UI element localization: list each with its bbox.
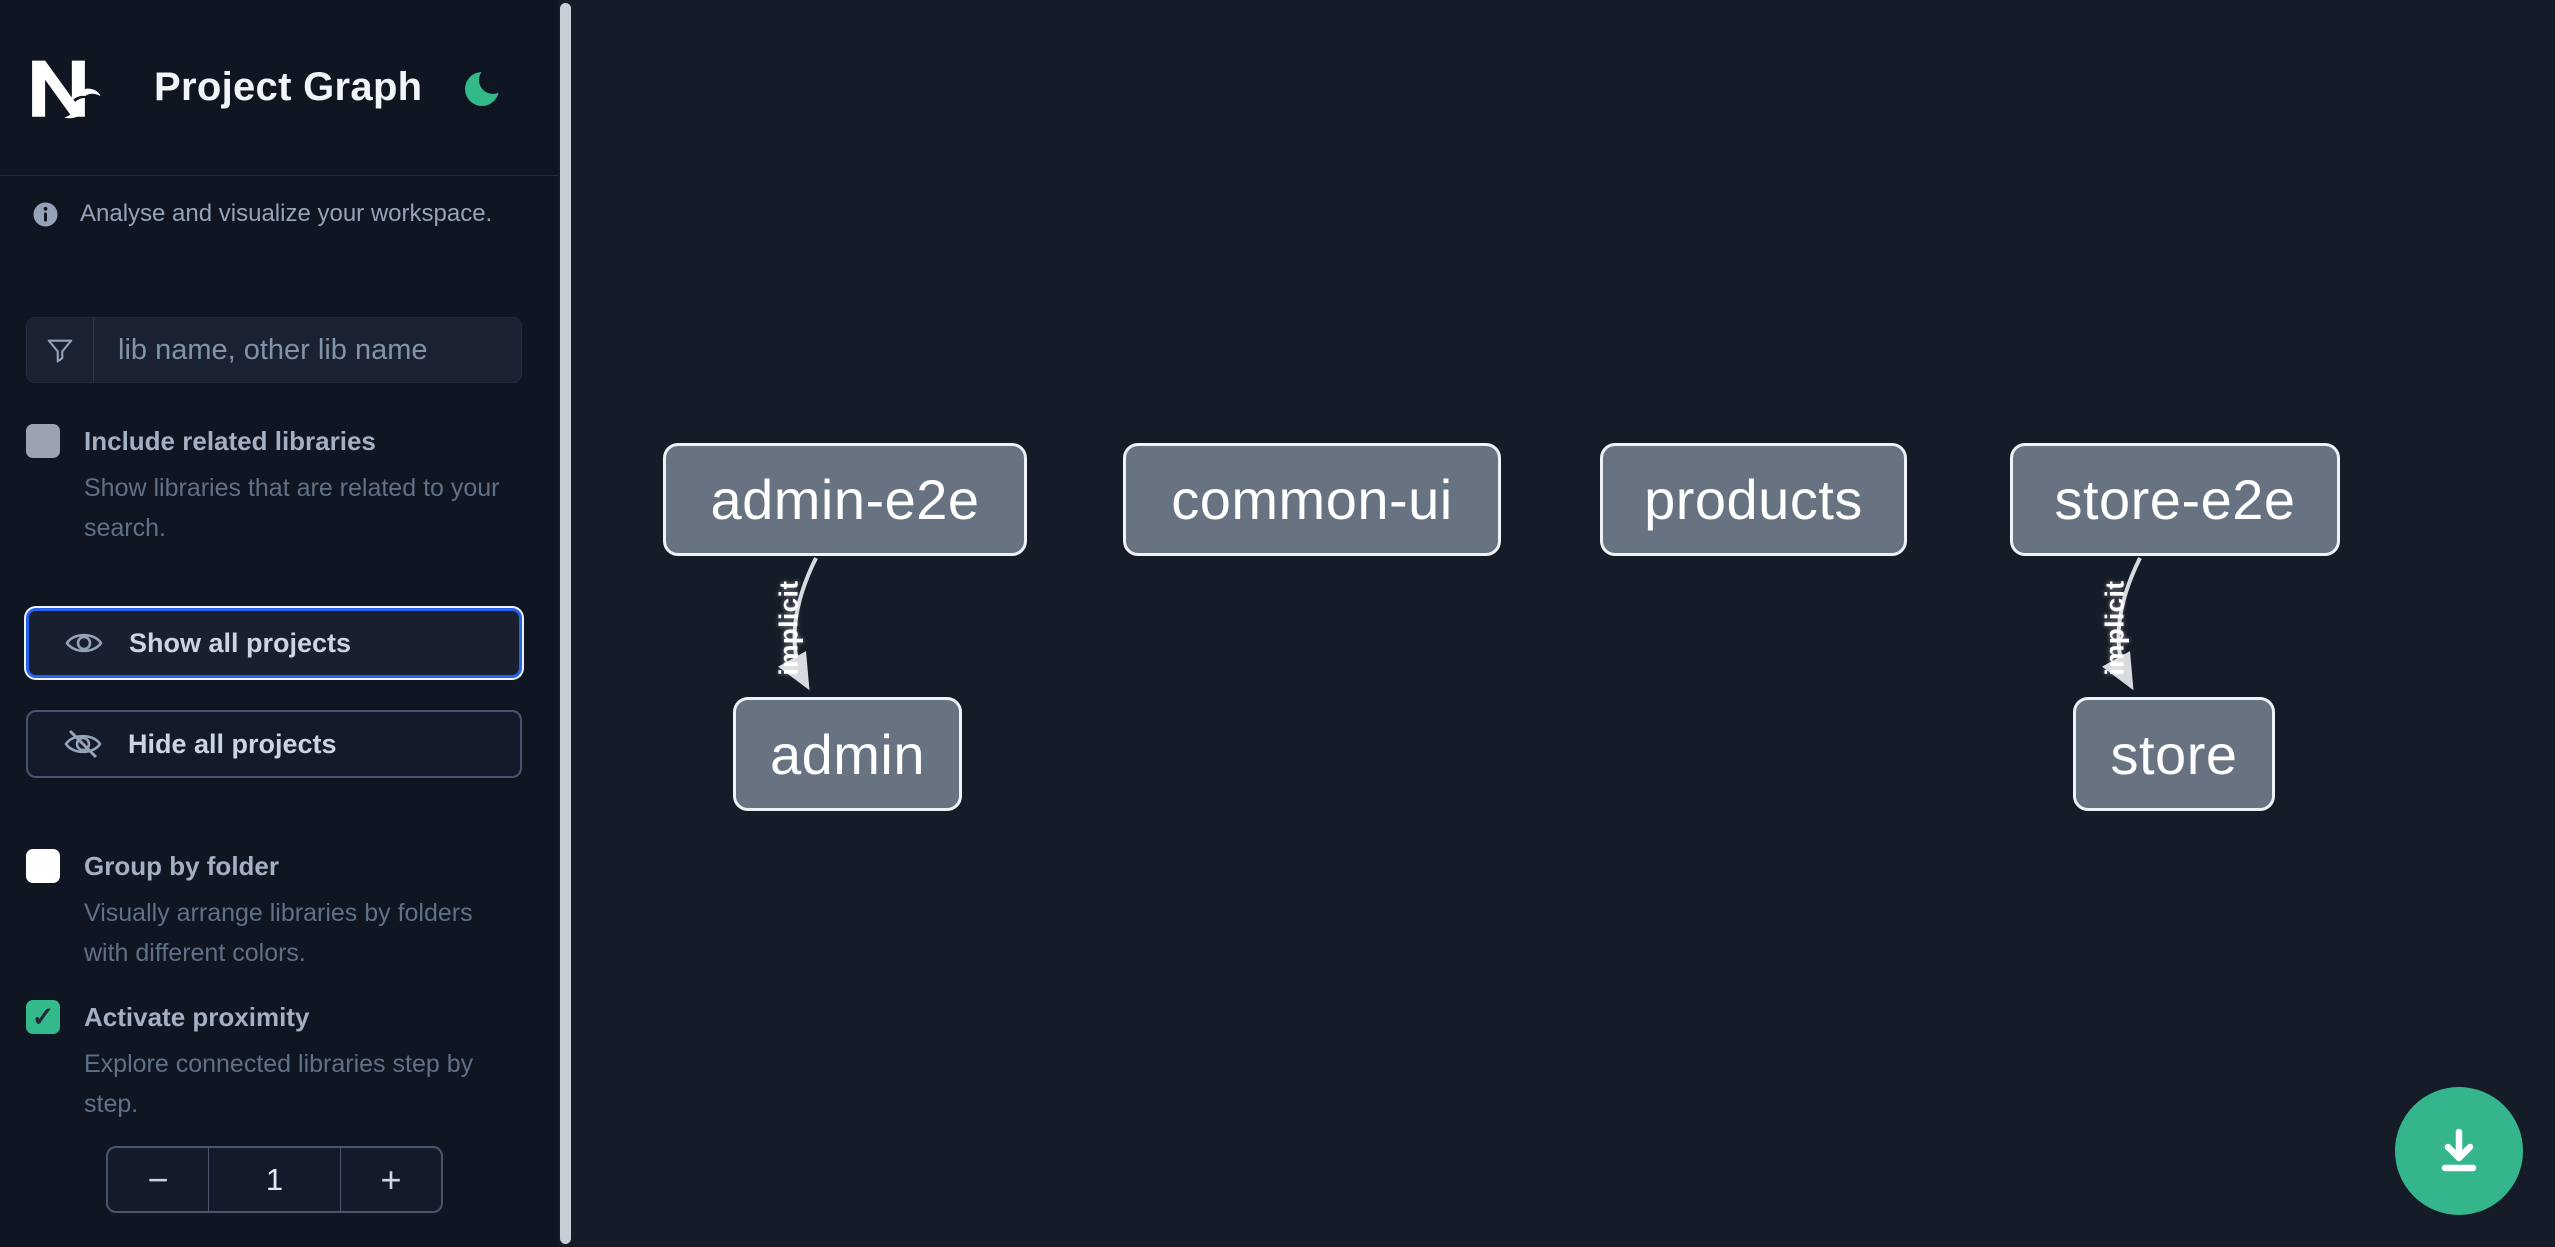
- moon-icon: [465, 65, 507, 106]
- graph-node-products[interactable]: products: [1600, 443, 1907, 556]
- info-icon: [33, 202, 58, 226]
- theme-toggle-button[interactable]: [462, 65, 507, 110]
- sidebar: Project Graph Analyse and visualize your…: [0, 0, 558, 1247]
- info-text: Analyse and visualize your workspace.: [80, 200, 493, 227]
- eye-icon: [65, 633, 103, 653]
- graph-node-admin-e2e[interactable]: admin-e2e: [663, 443, 1027, 556]
- checkmark-icon: ✓: [31, 1001, 55, 1032]
- graph-node-store-e2e[interactable]: store-e2e: [2010, 443, 2340, 556]
- show-all-projects-button[interactable]: Show all projects: [26, 608, 522, 678]
- proximity-stepper: − 1 +: [106, 1146, 443, 1213]
- edge-store-e2e-store: [2102, 557, 2142, 691]
- sidebar-header: Project Graph: [0, 0, 558, 176]
- activate-proximity-block: ✓ Activate proximity Explore connected l…: [26, 1000, 526, 1124]
- group-by-folder-description: Visually arrange libraries by folders wi…: [84, 899, 473, 967]
- proximity-increment-button[interactable]: +: [341, 1148, 441, 1211]
- include-related-label[interactable]: Include related libraries: [84, 425, 376, 456]
- activate-proximity-label[interactable]: Activate proximity: [84, 1001, 310, 1032]
- download-graph-button[interactable]: [2395, 1087, 2523, 1215]
- nx-logo: [32, 60, 101, 118]
- workspace-info: Analyse and visualize your workspace.: [33, 200, 533, 228]
- project-graph-canvas[interactable]: [571, 0, 2555, 1247]
- eye-off-icon: [64, 729, 102, 759]
- activate-proximity-checkbox[interactable]: ✓: [26, 1000, 60, 1034]
- show-all-projects-label: Show all projects: [129, 627, 352, 658]
- graph-node-common-ui[interactable]: common-ui: [1123, 443, 1501, 556]
- include-related-description: Show libraries that are related to your …: [84, 474, 500, 542]
- group-by-folder-checkbox[interactable]: [26, 849, 60, 883]
- proximity-decrement-button[interactable]: −: [108, 1148, 208, 1211]
- download-icon: [2441, 1128, 2477, 1172]
- search-input[interactable]: [94, 318, 521, 382]
- filter-funnel-icon: [47, 339, 73, 363]
- activate-proximity-description: Explore connected libraries step by step…: [84, 1050, 474, 1118]
- proximity-value: 1: [208, 1148, 341, 1211]
- group-by-folder-label[interactable]: Group by folder: [84, 850, 279, 881]
- graph-node-admin[interactable]: admin: [733, 697, 962, 811]
- search-box: [26, 317, 522, 383]
- edge-admin-e2e-admin: [778, 557, 818, 691]
- page-title: Project Graph: [154, 65, 423, 109]
- graph-node-store[interactable]: store: [2073, 697, 2275, 811]
- hide-all-projects-button[interactable]: Hide all projects: [26, 710, 522, 778]
- include-related-block: Include related libraries Show libraries…: [26, 424, 526, 548]
- group-by-folder-block: Group by folder Visually arrange librari…: [26, 849, 526, 973]
- hide-all-projects-label: Hide all projects: [128, 728, 337, 759]
- include-related-checkbox[interactable]: [26, 424, 60, 458]
- sidebar-resize-handle[interactable]: [560, 3, 571, 1244]
